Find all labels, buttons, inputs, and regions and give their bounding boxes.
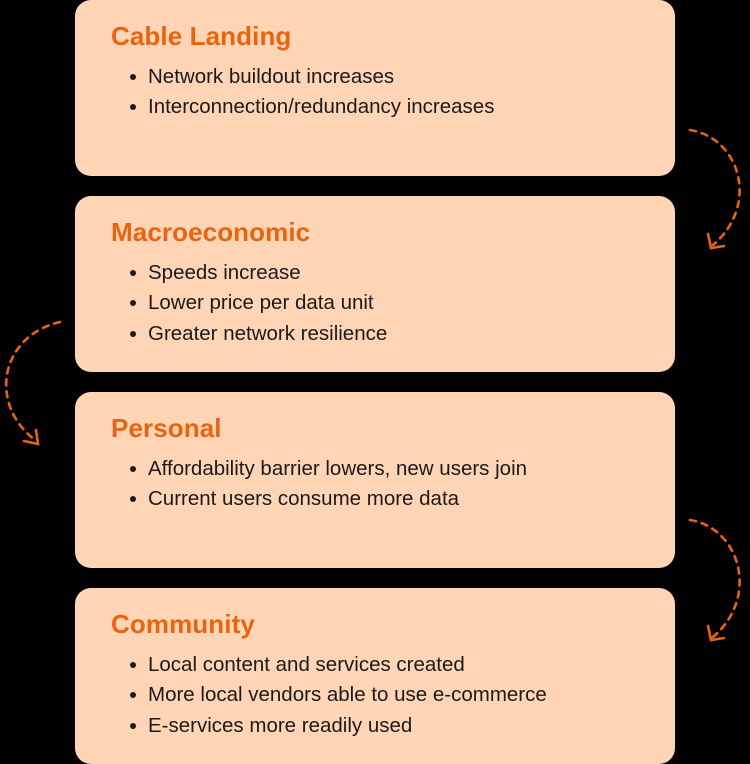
card-title: Community bbox=[111, 609, 255, 639]
card-macroeconomic: Macroeconomic Speeds increase Lower pric… bbox=[75, 196, 675, 372]
list-item: Speeds increase bbox=[130, 258, 387, 288]
arrow-curve bbox=[4, 320, 62, 442]
card-title: Cable Landing bbox=[111, 21, 292, 51]
card-personal: Personal Affordability barrier lowers, n… bbox=[75, 392, 675, 568]
list-item: Lower price per data unit bbox=[130, 288, 387, 318]
card-bullet-list: Local content and services created More … bbox=[130, 650, 547, 741]
list-item: Current users consume more data bbox=[130, 484, 527, 514]
card-bullet-list: Affordability barrier lowers, new users … bbox=[130, 454, 527, 515]
list-item: Greater network resilience bbox=[130, 319, 387, 349]
card-bullet-list: Speeds increase Lower price per data uni… bbox=[130, 258, 387, 349]
card-bullet-list: Network buildout increases Interconnecti… bbox=[130, 62, 494, 123]
list-item: Network buildout increases bbox=[130, 62, 494, 92]
arrow-curve bbox=[688, 518, 741, 639]
list-item: Affordability barrier lowers, new users … bbox=[130, 454, 527, 484]
list-item: E-services more readily used bbox=[130, 711, 547, 741]
arrow-head bbox=[706, 624, 726, 642]
list-item: More local vendors able to use e-commerc… bbox=[130, 680, 547, 710]
card-title: Personal bbox=[111, 413, 222, 443]
arrow-head bbox=[706, 232, 726, 250]
list-item: Interconnection/redundancy increases bbox=[130, 92, 494, 122]
list-item: Local content and services created bbox=[130, 650, 547, 680]
arrow-curve bbox=[688, 128, 741, 247]
card-cable-landing: Cable Landing Network buildout increases… bbox=[75, 0, 675, 176]
card-community: Community Local content and services cre… bbox=[75, 588, 675, 764]
card-title: Macroeconomic bbox=[111, 217, 311, 247]
arrow-head bbox=[22, 428, 40, 446]
